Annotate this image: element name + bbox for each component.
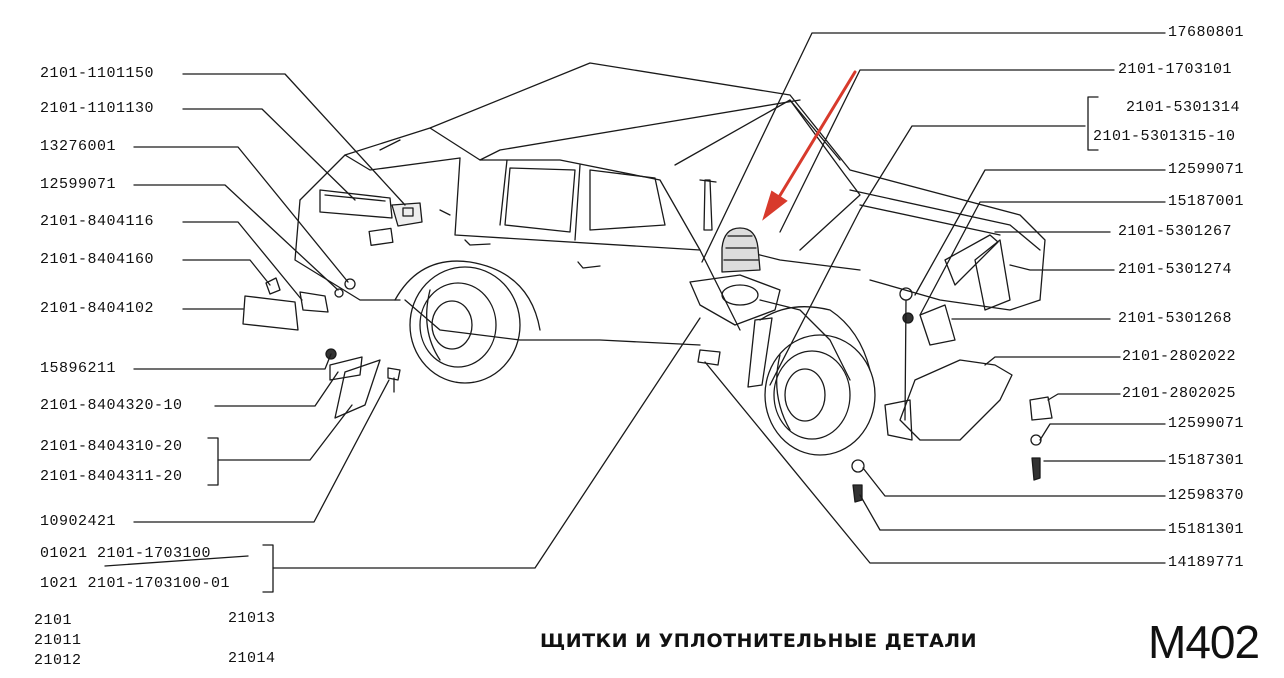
part-label: 2101-1703101	[1118, 61, 1233, 78]
catalog-code: М402	[1148, 616, 1260, 668]
part-label: 2101-1101130	[40, 100, 155, 117]
diagram-title: ЩИТКИ И УПЛОТНИТЕЛЬНЫЕ ДЕТАЛИ	[540, 630, 977, 652]
part-label: 2101-8404311-20	[40, 468, 183, 485]
part-label: 2101-5301274	[1118, 261, 1233, 278]
part-label: 12598370	[1168, 487, 1245, 504]
part-label: 2101-8404116	[40, 213, 155, 230]
model-label: 2101	[34, 612, 73, 629]
part-label: 2101-5301267	[1118, 223, 1233, 240]
red-pointer-arrow	[764, 72, 855, 218]
part-label: 15896211	[40, 360, 117, 377]
model-label: 21014	[228, 650, 276, 667]
part-label: 15187301	[1168, 452, 1245, 469]
part-label: 2101-8404102	[40, 300, 155, 317]
car-body-drawing	[295, 63, 1045, 455]
part-label: 01021 2101-1703100	[40, 545, 212, 562]
part-label: 1021 2101-1703100-01	[40, 575, 231, 592]
part-label: 2101-1101150	[40, 65, 155, 82]
part-label: 10902421	[40, 513, 117, 530]
part-label: 2101-5301268	[1118, 310, 1233, 327]
model-label: 21011	[34, 632, 82, 649]
part-label: 15181301	[1168, 521, 1245, 538]
part-label: 12599071	[1168, 161, 1245, 178]
model-label: 21013	[228, 610, 276, 627]
part-label: 12599071	[40, 176, 117, 193]
part-label: 2101-8404160	[40, 251, 155, 268]
part-label: 17680801	[1168, 24, 1245, 41]
part-label: 15187001	[1168, 193, 1245, 210]
part-label: 2101-8404320-10	[40, 397, 183, 414]
part-label: 2101-5301315-10	[1093, 128, 1236, 145]
parts-drawings	[243, 180, 1052, 502]
part-label: 14189771	[1168, 554, 1245, 571]
part-label: 2101-5301314	[1126, 99, 1241, 116]
leader-lines-left	[134, 33, 1165, 568]
model-label: 21012	[34, 652, 82, 669]
part-label: 2101-8404310-20	[40, 438, 183, 455]
part-label: 2101-2802025	[1122, 385, 1237, 402]
part-label: 13276001	[40, 138, 117, 155]
part-label: 2101-2802022	[1122, 348, 1237, 365]
part-label: 12599071	[1168, 415, 1245, 432]
